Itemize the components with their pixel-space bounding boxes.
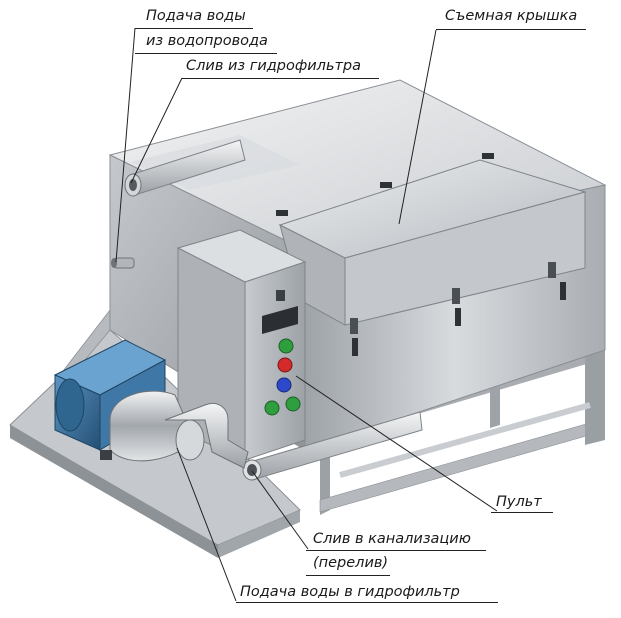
label-removable-lid: Съемная крышка [445,8,578,24]
sewer-drain-pipe [242,411,423,481]
label-sewer-drain-line1: Слив в канализацию [313,531,471,547]
underline-sewer-drain-line1 [306,550,486,551]
leader-hydrofilter-supply [176,447,237,602]
leader-hydrofilter-drain [130,77,183,184]
control-panel [262,290,301,416]
underline-removable-lid [436,29,586,30]
button-blue [276,377,292,393]
button-green-right [285,396,301,412]
panel-display [262,306,298,334]
underline-water-supply-line2 [135,53,277,54]
label-water-supply-line2: из водопровода [146,33,268,49]
leader-sewer-drain [251,470,309,550]
underline-hydrofilter-supply [236,602,498,603]
label-control-panel: Пульт [496,494,542,510]
leader-removable-lid [398,29,437,225]
label-hydrofilter-supply: Подача воды в гидрофильтр [240,584,460,600]
pump-assembly [53,339,249,469]
underline-sewer-drain-line2 [306,575,390,576]
button-red [277,357,293,373]
button-green-top [278,338,294,354]
underline-control-panel [491,512,553,513]
button-green-left [264,400,280,416]
water-inlet-nozzle [111,257,135,269]
panel-switch [276,290,285,301]
leader-lines [115,27,498,602]
removable-lid [276,153,587,356]
underline-hydrofilter-drain [182,78,379,79]
underline-water-supply-line1 [135,28,253,29]
label-water-supply-line1: Подача воды [146,8,246,24]
leader-water-supply [115,27,136,263]
label-sewer-drain-line2: (перелив) [313,555,389,571]
label-hydrofilter-drain: Слив из гидрофильтра [186,58,362,74]
leader-control-panel [295,375,498,512]
